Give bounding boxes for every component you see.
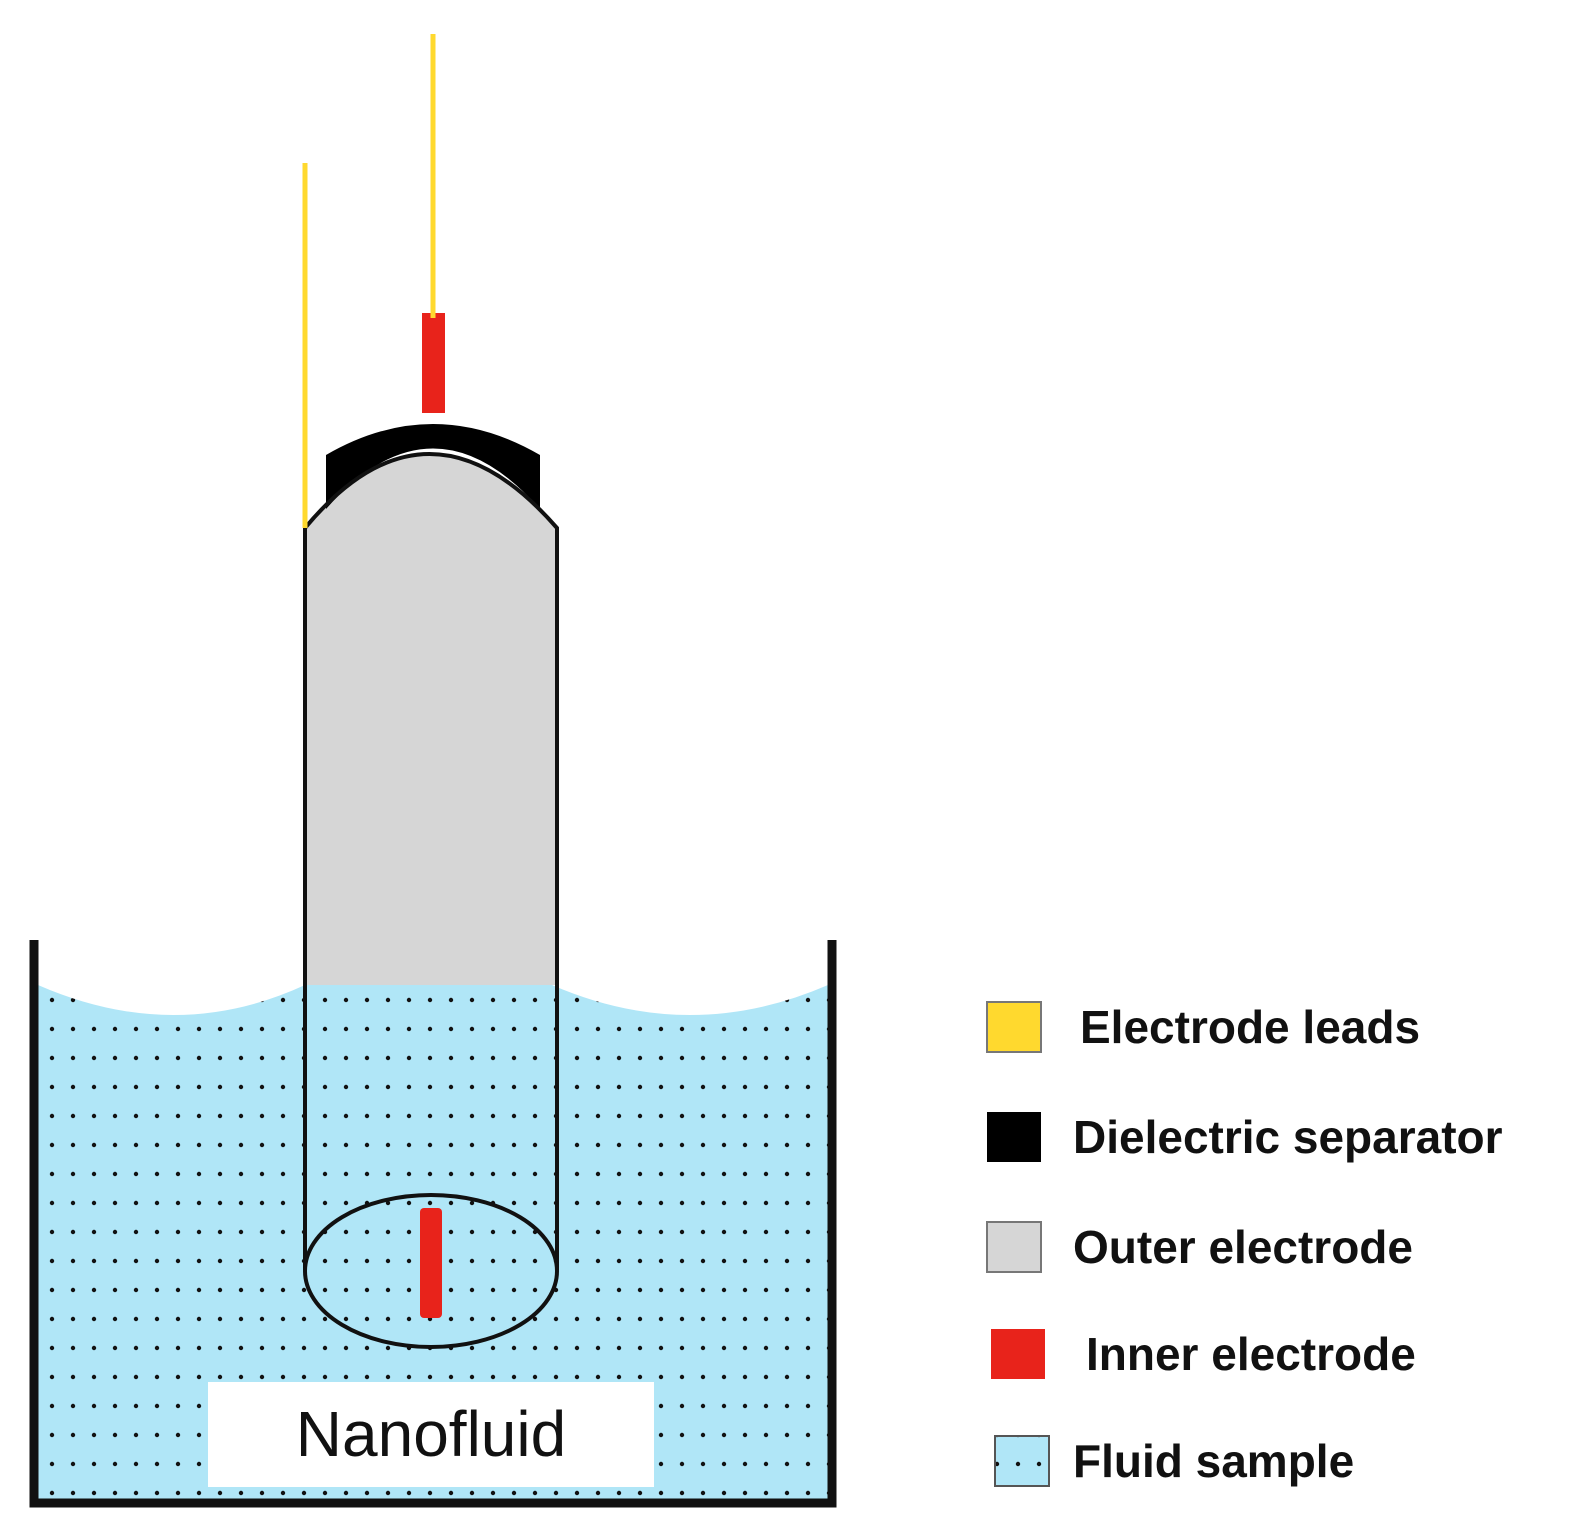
legend-item-electrode-leads: Electrode leads xyxy=(986,1001,1420,1053)
dielectric-separator xyxy=(326,424,540,509)
legend-label-outer-electrode: Outer electrode xyxy=(1073,1221,1413,1273)
legend-label-fluid-sample: Fluid sample xyxy=(1073,1435,1354,1487)
cylinder-bottom-ellipse xyxy=(303,1193,559,1349)
legend-label-electrode-leads: Electrode leads xyxy=(1080,1001,1420,1053)
legend-item-dielectric-separator: Dielectric separator xyxy=(987,1111,1503,1163)
legend: Electrode leads Dielectric separator Out… xyxy=(986,1001,1503,1487)
legend-swatch-fluid-sample xyxy=(994,1435,1050,1487)
outer-electrode xyxy=(305,454,557,985)
legend-swatch-dielectric-separator xyxy=(987,1112,1041,1162)
legend-item-fluid-sample: Fluid sample xyxy=(994,1435,1354,1487)
outer-electrode-outline xyxy=(303,452,559,1270)
legend-swatch-outer-electrode xyxy=(986,1221,1042,1273)
inner-electrode-bottom xyxy=(420,1208,442,1318)
inner-electrode-top xyxy=(422,313,445,413)
legend-label-inner-electrode: Inner electrode xyxy=(1086,1328,1416,1380)
legend-label-dielectric-separator: Dielectric separator xyxy=(1073,1111,1503,1163)
legend-swatch-inner-electrode xyxy=(991,1329,1045,1379)
nanofluid-label-box xyxy=(208,1382,654,1487)
legend-item-inner-electrode: Inner electrode xyxy=(991,1328,1416,1380)
beaker xyxy=(29,940,837,1508)
legend-swatch-electrode-leads xyxy=(986,1001,1042,1053)
nanofluid-label: Nanofluid xyxy=(296,1398,566,1470)
legend-item-outer-electrode: Outer electrode xyxy=(986,1221,1413,1273)
